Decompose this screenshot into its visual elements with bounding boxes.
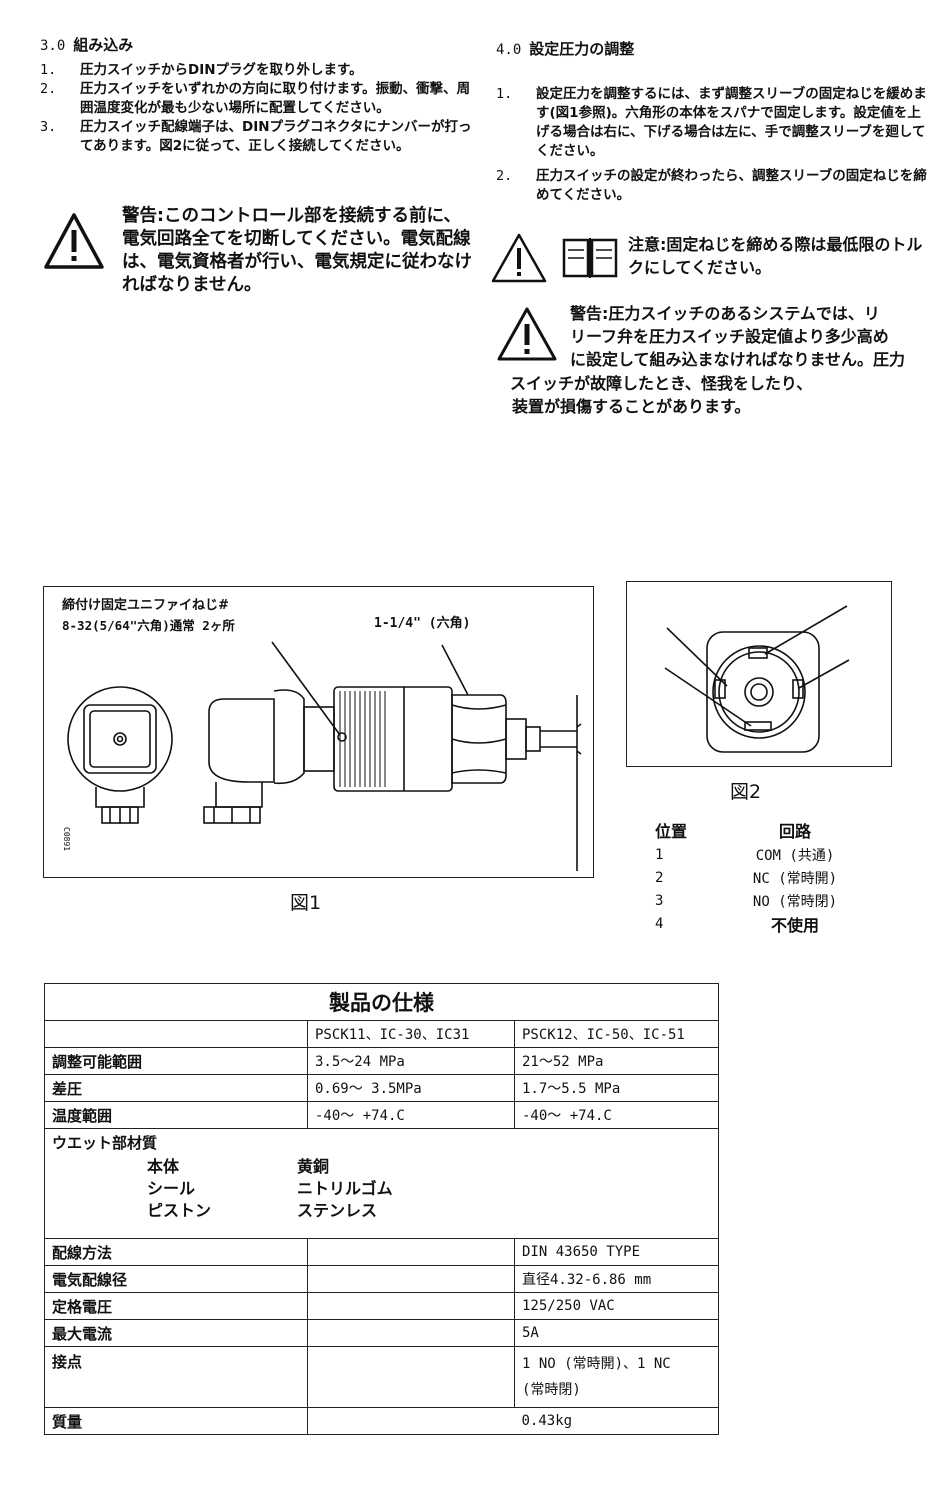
section-3-warning: 警告:このコントロール部を接続する前に、電気回路全てを切断してください。電気配線…: [122, 206, 472, 295]
section-4-warning-line-1: 警告:圧力スイッチのあるシステムでは、リ: [570, 304, 880, 323]
spec-contact-row: 接点 1 NO (常時開)、1 NC (常時閉): [44, 1346, 719, 1408]
spec-temp-row: 温度範囲 -40〜 +74.C -40〜 +74.C: [44, 1101, 719, 1129]
spec-voltage-row: 定格電圧 125/250 VAC: [44, 1292, 719, 1320]
pin-table-header: 位置 回路: [645, 818, 875, 841]
pin-row-4: 4 不使用: [655, 915, 819, 935]
din-connector-drawing: [664, 605, 850, 753]
figure-2-pin-table: 位置 回路 1 COM (共通) 2 NC (常時開) 3 NO (常時閉) 4…: [645, 818, 875, 935]
section-3-number: 3.0: [40, 38, 66, 54]
spec-model-b: PSCK12、IC-50、IC-51: [514, 1020, 719, 1048]
section-3-title: 組み込み: [73, 36, 134, 54]
pin-header-circuit: 回路: [778, 821, 811, 841]
pressure-switch-drawing: C0891: [62, 641, 582, 871]
spec-title-row: 製品の仕様: [44, 983, 719, 1021]
pin-header-position: 位置: [655, 821, 688, 841]
section-4-warning-line-2: リーフ弁を圧力スイッチ設定値より多少高め: [570, 327, 889, 346]
spec-table: 製品の仕様 PSCK11、IC-30、IC31 PSCK12、IC-50、IC-…: [44, 983, 719, 1435]
spec-wire-diameter-row: 電気配線径 直径4.32-6.86 mm: [44, 1265, 719, 1293]
section-3-item-2: 2.圧力スイッチをいずれかの方向に取り付けます。振動、衝撃、周囲温度変化が最も少…: [40, 81, 471, 116]
spec-current-row: 最大電流 5A: [44, 1319, 719, 1347]
spec-wet-label: ウエット部材質: [52, 1134, 158, 1152]
manual-book-icon: [562, 238, 618, 278]
spec-adjust-row: 調整可能範囲 3.5〜24 MPa 21〜52 MPa: [44, 1047, 719, 1075]
figure-1-caption: 図1: [290, 892, 322, 914]
figure-2-caption: 図2: [730, 781, 762, 803]
svg-text:C0891: C0891: [62, 827, 71, 851]
spec-wiring-row: 配線方法 DIN 43650 TYPE: [44, 1238, 719, 1266]
section-4-caution: 注意:固定ねじを締める際は最低限のトルクにしてください。: [628, 235, 923, 277]
section-3-heading: 3.0 組み込み: [40, 34, 133, 55]
pin-row-3: 3 NO (常時閉): [655, 892, 838, 910]
section-4-warning-line-4: スイッチが故障したとき、怪我をしたり、: [510, 374, 813, 393]
section-4-heading: 4.0 設定圧力の調整: [496, 38, 634, 59]
spec-model-row: PSCK11、IC-30、IC31 PSCK12、IC-50、IC-51: [44, 1020, 719, 1048]
caution-triangle-icon: [491, 233, 547, 283]
pin-row-1: 1 COM (共通): [655, 846, 835, 864]
warning-triangle-icon-2: [497, 307, 557, 361]
section-4-number: 4.0: [496, 42, 522, 58]
figure-1-screw-label-2: 8-32(5/64"六角)通常 2ヶ所: [62, 618, 235, 633]
figure-2-frame: [626, 581, 892, 767]
section-3-list: 1.圧力スイッチからDINプラグを取り外します。 2.圧力スイッチをいずれかの方…: [40, 61, 480, 156]
spec-weight-row: 質量 0.43kg: [44, 1407, 719, 1435]
material-list: 本体黄銅 シールニトリルゴム ピストンステンレス: [147, 1157, 393, 1220]
figure-1-frame: 締付け固定ユニファイねじ# 8-32(5/64"六角)通常 2ヶ所 1-1/4"…: [43, 586, 594, 878]
section-4-list: 1.設定圧力を調整するには、まず調整スリーブの固定ねじを緩めます(図1参照)。六…: [496, 85, 931, 205]
figure-1-screw-label-1: 締付け固定ユニファイねじ#: [62, 598, 229, 613]
figure-1-hex-label: 1-1/4" (六角): [374, 616, 471, 631]
pin-row-2: 2 NC (常時開): [655, 869, 838, 887]
spec-diff-row: 差圧 0.69〜 3.5MPa 1.7〜5.5 MPa: [44, 1074, 719, 1102]
section-4-title: 設定圧力の調整: [529, 40, 635, 58]
section-4-item-1: 1.設定圧力を調整するには、まず調整スリーブの固定ねじを緩めます(図1参照)。六…: [496, 86, 927, 159]
spec-title: 製品の仕様: [44, 983, 719, 1021]
spec-material-row: ウエット部材質 本体黄銅 シールニトリルゴム ピストンステンレス: [44, 1128, 719, 1239]
section-4-item-2: 2.圧力スイッチの設定が終わったら、調整スリーブの固定ねじを締めてください。: [496, 168, 927, 203]
section-4-warning-line-3: に設定して組み込まなければなりません。圧力: [570, 350, 906, 369]
section-3-item-1: 1.圧力スイッチからDINプラグを取り外します。: [40, 62, 363, 78]
section-4-warning-line-5: 装置が損傷することがあります。: [512, 397, 751, 416]
warning-triangle-icon: [44, 213, 104, 269]
spec-model-a: PSCK11、IC-30、IC31: [307, 1020, 515, 1048]
section-3-item-3: 3.圧力スイッチ配線端子は、DINプラグコネクタにナンバーが打ってあります。図2…: [40, 119, 472, 154]
